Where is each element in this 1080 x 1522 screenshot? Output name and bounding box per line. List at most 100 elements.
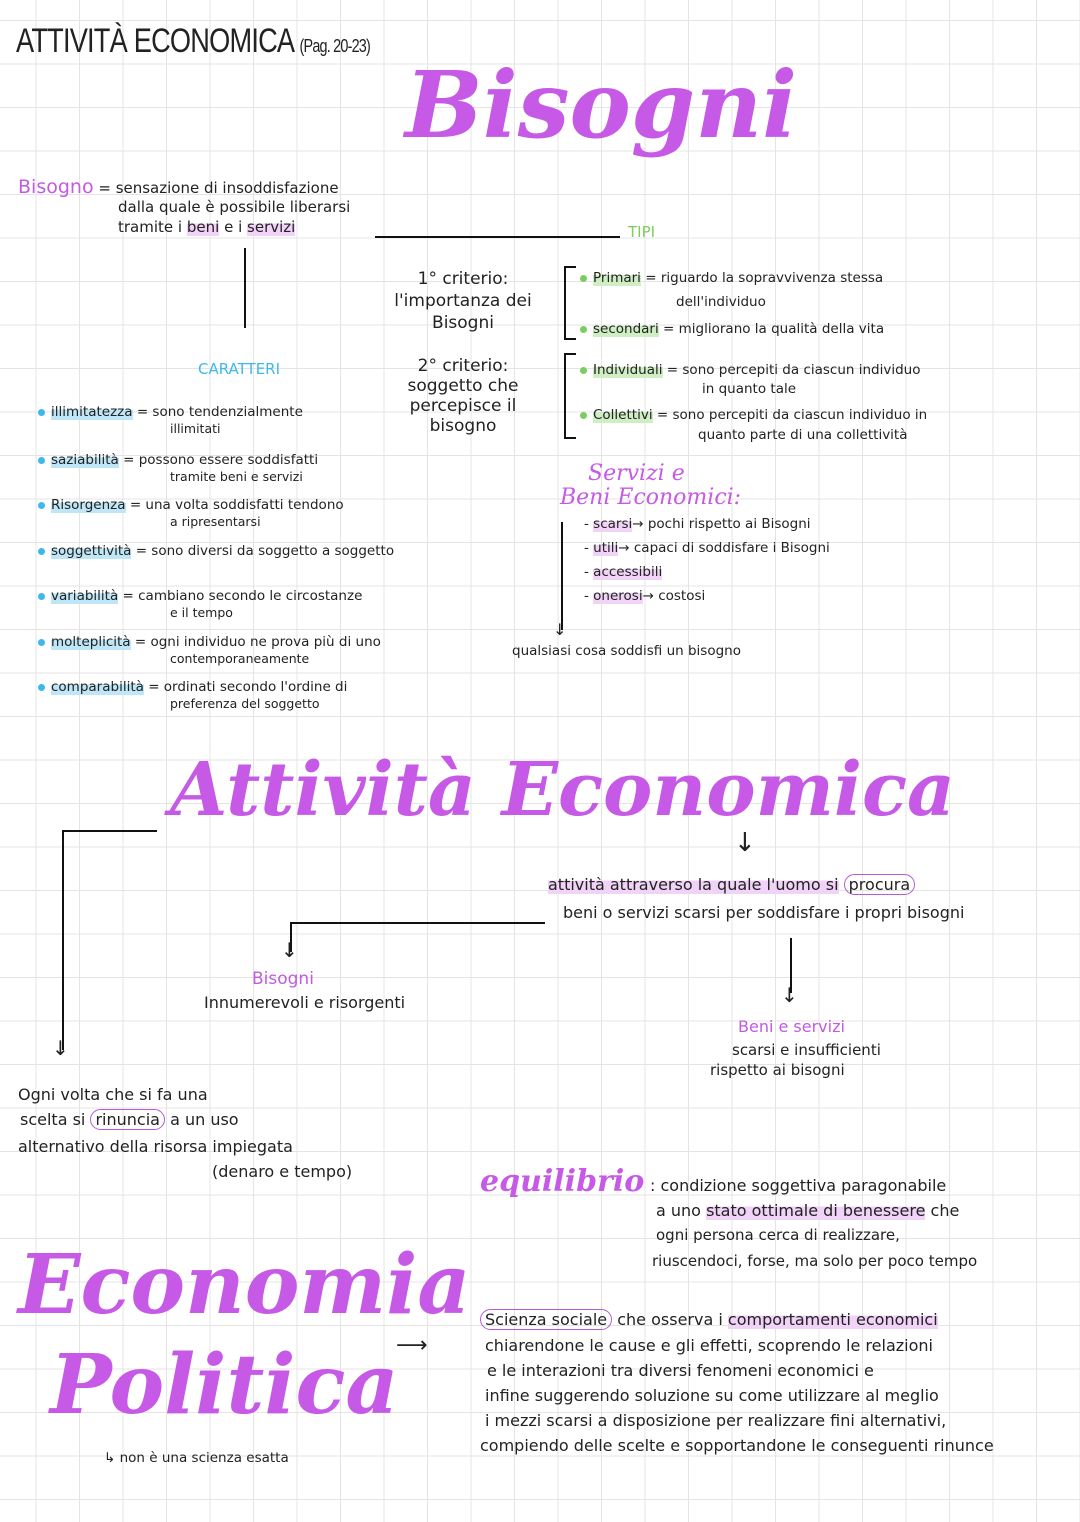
beni-servizi-text: rispetto ai bisogni [710, 1061, 845, 1079]
heading-attivita: Attività Economica [170, 747, 955, 833]
connector-line [62, 830, 157, 832]
tipo-text: = riguardo la sopravvivenza stessa [645, 270, 884, 286]
rinuncia-circled: rinuncia [90, 1109, 165, 1130]
carattere-text: = possono essere soddisfatti [123, 452, 319, 468]
criterio-line: l'importanza dei [394, 291, 532, 311]
tipo-term: Individuali [593, 362, 663, 378]
bullet-icon [38, 547, 45, 555]
carattere-text: preferenza del soggetto [170, 696, 320, 711]
bullet-icon [580, 366, 587, 374]
beni-highlight: beni [186, 218, 220, 236]
stato-ottimale-highlight: stato ottimale di benessere [706, 1201, 926, 1220]
bisogni-text: Innumerevoli e risorgenti [204, 993, 406, 1012]
bullet-icon [38, 592, 45, 600]
beni-text: → pochi rispetto ai Bisogni [632, 516, 811, 532]
equilibrio-text: a uno stato ottimale di benessere che [656, 1201, 959, 1220]
arrow-down-icon: ↓ [52, 1036, 69, 1060]
criterio-line: 1° criterio: [417, 269, 509, 289]
connector-line [290, 922, 292, 952]
carattere-text: illimitati [170, 421, 221, 436]
page-range: (Pag. 20-23) [299, 36, 371, 56]
carattere-term: illimitatezza [51, 404, 133, 420]
beni-result: qualsiasi cosa soddisfi un bisogno [512, 643, 741, 659]
arrow-right-icon: ⟶ [396, 1333, 428, 1358]
tipo-text: = sono percepiti da ciascun individuo [666, 362, 921, 378]
beni-item: - scarsi→ pochi rispetto ai Bisogni [584, 516, 811, 532]
scelta-text: scelta si rinuncia a un uso [20, 1109, 239, 1130]
carattere-text: = ordinati secondo l'ordine di [148, 679, 348, 695]
definition-text: attività attraverso la quale l'uomo si [548, 875, 839, 894]
definition-term: Bisogno [18, 176, 94, 198]
scienza-line: i mezzi scarsi a disposizione per realiz… [485, 1411, 947, 1430]
equilibrio-text: riuscendoci, forse, ma solo per poco tem… [652, 1252, 978, 1270]
bullet-icon [38, 501, 45, 509]
bisogni-label: Bisogni [252, 969, 314, 989]
beni-item: - utili→ capaci di soddisfare i Bisogni [584, 540, 830, 556]
carattere-item: comparabilità = ordinati secondo l'ordin… [38, 679, 347, 696]
bullet-icon [38, 408, 45, 416]
criterio-line: percepisce il [409, 396, 517, 416]
carattere-term: soggettività [51, 543, 132, 559]
criterio-line: soggetto che [407, 376, 519, 396]
tipo-text: = sono percepiti da ciascun individuo in [656, 407, 928, 423]
tipo-item: Primari = riguardo la sopravvivenza stes… [580, 270, 883, 287]
carattere-term: comparabilità [51, 679, 144, 695]
carattere-term: variabilità [51, 588, 119, 604]
carattere-item: Risorgenza = una volta soddisfatti tendo… [38, 497, 344, 514]
carattere-item: molteplicità = ogni individuo ne prova p… [38, 634, 381, 651]
scienza-line: infine suggerendo soluzione su come util… [485, 1386, 939, 1405]
definition-bisogno: Bisogno = sensazione di insoddisfazione [18, 176, 339, 198]
beni-term: scarsi [593, 516, 633, 532]
connector-line [290, 922, 545, 924]
beni-term: accessibili [593, 564, 663, 580]
carattere-item: soggettività = sono diversi da soggetto … [38, 543, 394, 560]
scelta-text: alternativo della risorsa impiegata [18, 1137, 293, 1156]
beni-servizi-text: scarsi e insufficienti [732, 1041, 881, 1059]
definition-line: = sensazione di insoddisfazione [98, 179, 339, 197]
page-title: ATTIVITÀ ECONOMICA (Pag. 20-23) [16, 22, 371, 61]
carattere-text: e il tempo [170, 605, 233, 620]
beni-title: Servizi e Beni Economici: [560, 462, 741, 510]
attivita-definition: attività attraverso la quale l'uomo si p… [548, 874, 916, 895]
definition-line: dalla quale è possibile liberarsi [118, 198, 351, 216]
heading-economia: Economia [18, 1237, 471, 1333]
beni-term: utili [593, 540, 619, 556]
criterio-1: 1° criterio: l'importanza dei Bisogni [378, 268, 548, 334]
tipo-term: Collettivi [593, 407, 653, 423]
tipi-label: TIPI [628, 223, 656, 241]
scienza-sociale-circled: Scienza sociale [480, 1309, 613, 1330]
equilibrio-part: a uno [656, 1201, 701, 1220]
procura-circled: procura [843, 874, 916, 895]
criterio-line: Bisogni [432, 313, 494, 333]
arrow-down-icon: ↓ [781, 983, 798, 1007]
scienza-line: e le interazioni tra diversi fenomeni ec… [487, 1361, 874, 1380]
heading-bisogni: Bisogni [405, 51, 798, 159]
title-text: ATTIVITÀ ECONOMICA [16, 22, 294, 60]
tipo-term: Primari [593, 270, 641, 286]
carattere-item: variabilità = cambiano secondo le circos… [38, 588, 362, 605]
equilibrio-label: equilibrio [480, 1164, 645, 1199]
tipo-item: secondari = migliorano la qualità della … [580, 321, 884, 338]
bullet-icon [38, 638, 45, 646]
scelta-part: scelta si [20, 1110, 86, 1129]
criterio-line: bisogno [429, 416, 497, 436]
tipo-text: dell'individuo [676, 294, 766, 310]
scienza-line: compiendo delle scelte e sopportandone l… [480, 1436, 994, 1455]
definition-line: tramite i beni e i servizi [118, 218, 296, 236]
scienza-line: chiarendone le cause e gli effetti, scop… [485, 1336, 933, 1355]
arrow-line [561, 522, 563, 630]
beni-text: → costosi [642, 588, 706, 604]
tipo-item: Collettivi = sono percepiti da ciascun i… [580, 407, 927, 424]
beni-term: onerosi [593, 588, 643, 604]
arrow-down-icon: ↓ [281, 938, 298, 962]
carattere-text: a ripresentarsi [170, 514, 261, 529]
carattere-term: Risorgenza [51, 497, 126, 513]
bullet-icon [580, 325, 587, 333]
scelta-part: a un uso [170, 1110, 239, 1129]
scelta-text: Ogni volta che si fa una [18, 1085, 208, 1104]
economia-note: ↳ non è una scienza esatta [104, 1450, 289, 1466]
tipo-text: in quanto tale [702, 381, 797, 397]
criterio-line: 2° criterio: [417, 356, 509, 376]
bullet-icon [38, 456, 45, 464]
arrow-down-icon: ↓ [734, 828, 756, 858]
